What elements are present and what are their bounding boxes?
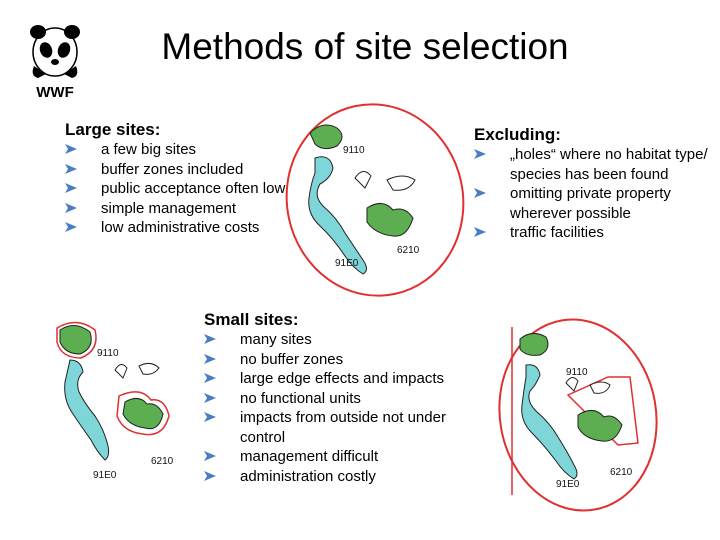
list-item: management difficult (204, 447, 474, 467)
large-sites-heading: Large sites: (65, 120, 161, 139)
panda-icon: WWF (30, 25, 80, 101)
map-label-6210: 6210 (397, 245, 420, 256)
arrow-bullet-icon (65, 183, 77, 193)
list-item: no functional units (204, 389, 474, 409)
green-habitat-patch (519, 333, 549, 356)
list-item: traffic facilities (474, 223, 710, 243)
list-item: omitting private property wherever possi… (474, 184, 710, 223)
map-label-9110: 9110 (566, 367, 588, 378)
map-label-9110: 9110 (97, 348, 119, 359)
map-label-91E0: 91E0 (93, 470, 117, 481)
habitat-patch (114, 364, 128, 379)
large-sites-list: a few big sites buffer zones included pu… (65, 140, 290, 238)
site-boundary (285, 103, 465, 297)
map-label-91E0: 91E0 (335, 258, 359, 269)
list-item: many sites (204, 330, 474, 350)
blue-habitat-patch (521, 364, 578, 480)
large-site-map: 9110 6210 91E0 (285, 103, 465, 297)
list-item: impacts from outside not under control (204, 408, 474, 447)
map-label-9110: 9110 (343, 145, 365, 156)
arrow-bullet-icon (474, 188, 486, 198)
wwf-logo: WWF (26, 22, 84, 101)
green-habitat-patch (366, 203, 414, 237)
habitat-patch (386, 175, 416, 191)
site-boundary (56, 321, 97, 359)
small-sites-map: 9110 6210 91E0 (56, 321, 174, 481)
list-item: low administrative costs (65, 218, 290, 238)
arrow-bullet-icon (204, 334, 216, 344)
green-habitat-patch (122, 398, 164, 430)
logo-text: WWF (36, 84, 73, 100)
green-habitat-patch (59, 325, 92, 355)
green-habitat-patch (577, 410, 623, 442)
arrow-bullet-icon (204, 412, 216, 422)
arrow-bullet-icon (65, 163, 77, 174)
map-label-6210: 6210 (610, 467, 633, 478)
blue-habitat-patch (64, 359, 110, 461)
arrow-bullet-icon (65, 144, 77, 154)
habitat-patch (138, 362, 160, 375)
excluding-list: „holes“ where no habitat type/ species h… (474, 145, 710, 243)
small-sites-heading: Small sites: (204, 310, 299, 329)
site-boundary (116, 391, 170, 436)
habitat-patch (354, 171, 372, 189)
list-item: a few big sites (65, 140, 290, 160)
green-habitat-patch (309, 124, 343, 150)
excluding-map: 9110 6210 91E0 (498, 318, 658, 512)
list-item: „holes“ where no habitat type/ species h… (474, 145, 710, 184)
habitat-patch (565, 377, 579, 392)
list-item: large edge effects and impacts (204, 369, 474, 389)
arrow-bullet-icon (474, 149, 486, 159)
arrow-bullet-icon (204, 373, 216, 383)
page-title: Methods of site selection (161, 26, 569, 67)
arrow-bullet-icon (204, 353, 216, 364)
arrow-bullet-icon (65, 202, 77, 213)
list-item: buffer zones included (65, 160, 290, 180)
arrow-bullet-icon (204, 392, 216, 403)
arrow-bullet-icon (204, 451, 216, 461)
list-item: no buffer zones (204, 350, 474, 370)
small-sites-list: many sites no buffer zones large edge ef… (204, 330, 474, 486)
list-item: administration costly (204, 467, 474, 487)
site-boundary (498, 318, 658, 512)
arrow-bullet-icon (65, 222, 77, 232)
arrow-bullet-icon (204, 470, 216, 481)
map-label-6210: 6210 (151, 456, 174, 467)
map-label-91E0: 91E0 (556, 479, 580, 490)
habitat-patch (589, 381, 611, 394)
blue-habitat-patch (308, 156, 367, 275)
excluding-heading: Excluding: (474, 125, 561, 144)
list-item: simple management (65, 199, 290, 219)
list-item: public acceptance often low (65, 179, 290, 199)
arrow-bullet-icon (474, 227, 486, 237)
